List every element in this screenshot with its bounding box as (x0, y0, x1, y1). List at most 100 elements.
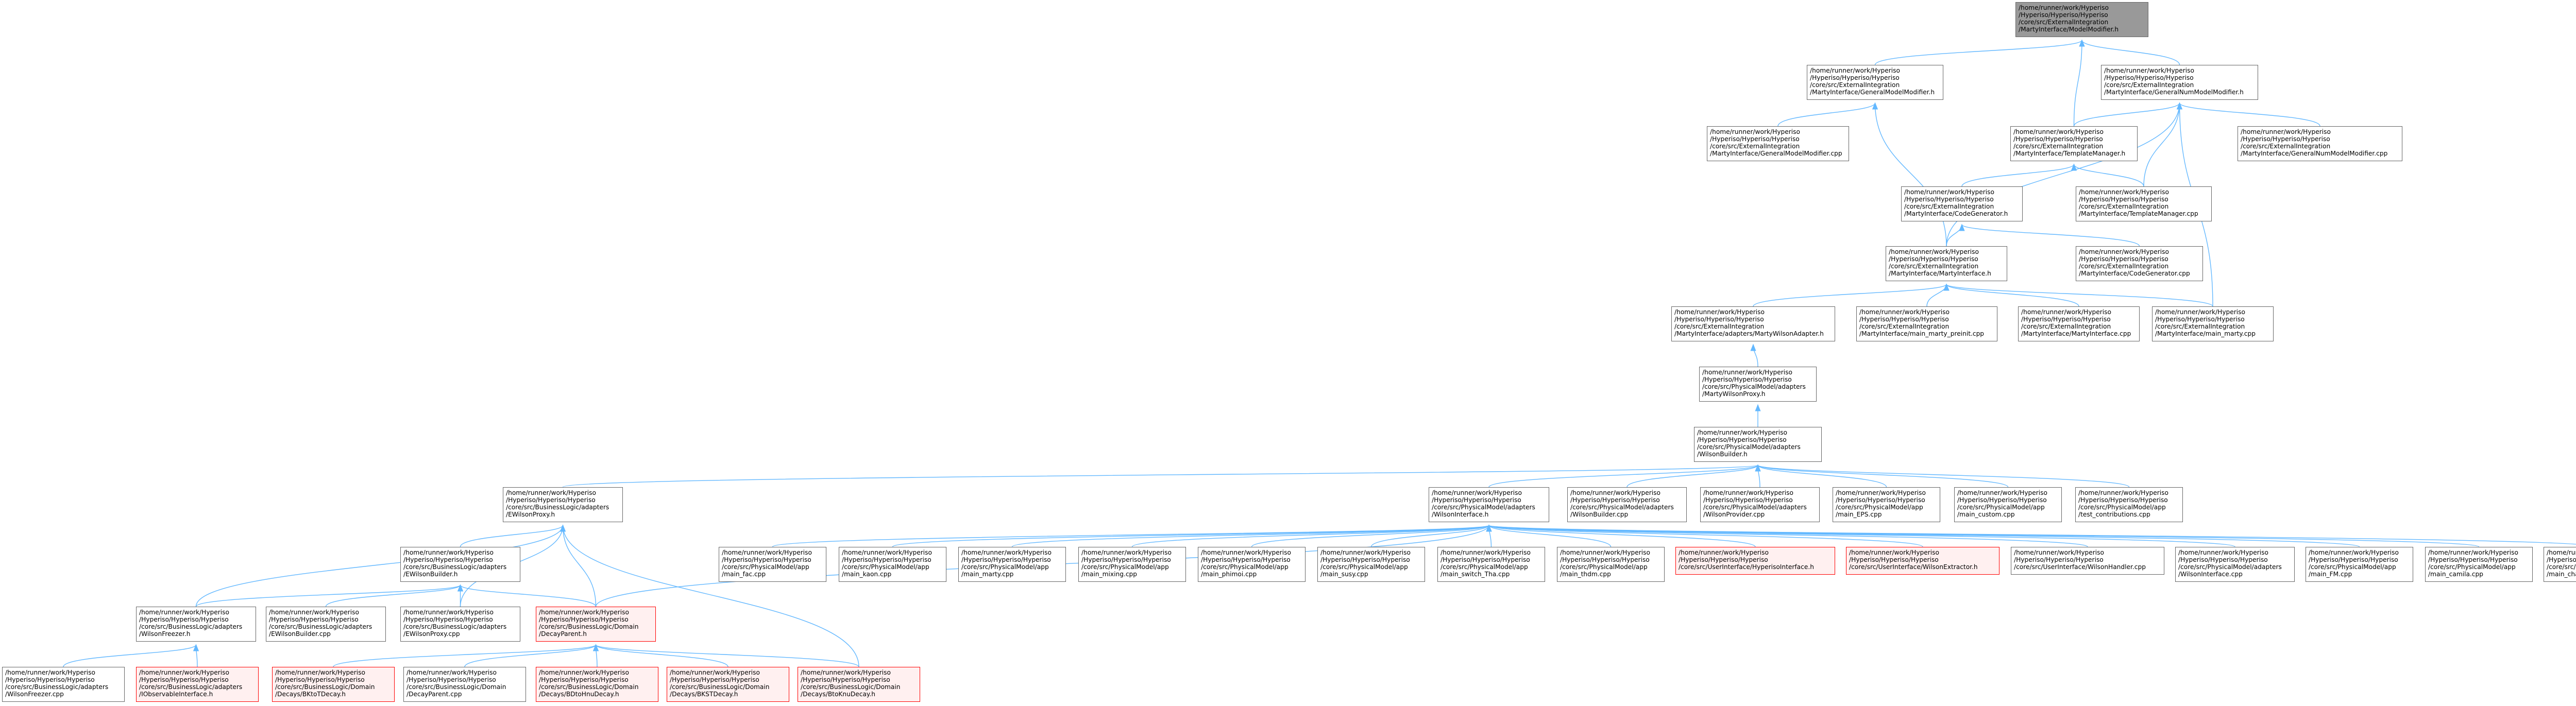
node-label-line: /Hyperiso/Hyperiso/Hyperiso (2019, 11, 2108, 19)
node-label-line: /Hyperiso/Hyperiso/Hyperiso (722, 556, 811, 563)
graph-node-main-marty2[interactable]: /home/runner/work/Hyperiso/Hyperiso/Hype… (958, 547, 1066, 582)
graph-node-wi-cpp[interactable]: /home/runner/work/Hyperiso/Hyperiso/Hype… (2175, 547, 2295, 582)
dependency-edge (2143, 102, 2183, 187)
graph-node-mwa-h[interactable]: /home/runner/work/Hyperiso/Hyperiso/Hype… (1671, 306, 1835, 341)
node-label-line: /main_switch_Tha.cpp (1440, 571, 1510, 578)
graph-node-wp-cpp[interactable]: /home/runner/work/Hyperiso/Hyperiso/Hype… (1700, 487, 1820, 522)
dependency-edge (333, 644, 599, 667)
node-label-line: /Decays/BKtoTDecay.h (275, 691, 346, 698)
node-label-line: /main_charged_current.cpp (2547, 571, 2576, 578)
graph-node-wfreezer-cpp[interactable]: /home/runner/work/Hyperiso/Hyperiso/Hype… (2, 667, 125, 702)
node-label-line: /home/runner/work/Hyperiso (2014, 549, 2104, 556)
graph-node-ewb-cpp[interactable]: /home/runner/work/Hyperiso/Hyperiso/Hype… (266, 607, 386, 642)
graph-node-dparent-cpp[interactable]: /home/runner/work/Hyperiso/Hyperiso/Hype… (403, 667, 526, 702)
node-label-line: /Hyperiso/Hyperiso/Hyperiso (139, 676, 229, 683)
graph-node-main-fm[interactable]: /home/runner/work/Hyperiso/Hyperiso/Hype… (2306, 547, 2413, 582)
node-label-line: /Hyperiso/Hyperiso/Hyperiso (269, 616, 359, 623)
graph-node-ewp-cpp[interactable]: /home/runner/work/Hyperiso/Hyperiso/Hype… (400, 607, 520, 642)
graph-node-mwp-h[interactable]: /home/runner/work/Hyperiso/Hyperiso/Hype… (1699, 367, 1817, 402)
dependency-edge (2073, 102, 2182, 127)
node-label-line: /Hyperiso/Hyperiso/Hyperiso (1703, 496, 1793, 504)
dependency-edge (1943, 283, 2213, 307)
graph-node-gnmm-cpp[interactable]: /home/runner/work/Hyperiso/Hyperiso/Hype… (2238, 126, 2402, 161)
node-label-line: /core/src/PhysicalModel/app (1320, 563, 1408, 571)
node-label-line: /core/src/PhysicalModel/app (1440, 563, 1528, 571)
node-label-line: /main_custom.cpp (1957, 511, 2015, 518)
node-label-line: /Hyperiso/Hyperiso/Hyperiso (2021, 316, 2111, 323)
graph-node-ewb-h[interactable]: /home/runner/work/Hyperiso/Hyperiso/Hype… (400, 547, 520, 582)
graph-node-main-thdm[interactable]: /home/runner/work/Hyperiso/Hyperiso/Hype… (1557, 547, 1665, 582)
graph-node-main-kaon[interactable]: /home/runner/work/Hyperiso/Hyperiso/Hype… (839, 547, 946, 582)
node-label-line: /home/runner/work/Hyperiso (1836, 489, 1926, 496)
graph-node-tm-h[interactable]: /home/runner/work/Hyperiso/Hyperiso/Hype… (2010, 126, 2138, 161)
node-label-line: /MartyInterface/TemplateManager.cpp (2079, 210, 2198, 217)
graph-node-ewp-h[interactable]: /home/runner/work/Hyperiso/Hyperiso/Hype… (503, 487, 623, 522)
node-label-line: /core/src/PhysicalModel/app (2078, 504, 2166, 511)
graph-node-whandler-cpp[interactable]: /home/runner/work/Hyperiso/Hyperiso/Hype… (2011, 547, 2164, 575)
node-label-line: /home/runner/work/Hyperiso (842, 549, 932, 556)
node-label-line: /Hyperiso/Hyperiso/Hyperiso (506, 496, 596, 504)
graph-node-main-phimoi[interactable]: /home/runner/work/Hyperiso/Hyperiso/Hype… (1198, 547, 1306, 582)
graph-node-btok-h[interactable]: /home/runner/work/Hyperiso/Hyperiso/Hype… (798, 667, 920, 702)
dependency-edge (593, 644, 728, 667)
graph-node-main-mixing[interactable]: /home/runner/work/Hyperiso/Hyperiso/Hype… (1078, 547, 1186, 582)
graph-node-main-switch[interactable]: /home/runner/work/Hyperiso/Hyperiso/Hype… (1437, 547, 1545, 582)
node-label-line: /Decays/BtoKnuDecay.h (801, 691, 875, 698)
node-label-line: /MartyInterface/GeneralModelModifier.h (1810, 89, 1935, 96)
graph-node-wfreezer-h[interactable]: /home/runner/work/Hyperiso/Hyperiso/Hype… (136, 607, 256, 642)
node-label-line: /core/src/PhysicalModel/app (2309, 563, 2396, 571)
graph-node-cg-cpp[interactable]: /home/runner/work/Hyperiso/Hyperiso/Hype… (2076, 246, 2203, 281)
graph-node-wb-cpp[interactable]: /home/runner/work/Hyperiso/Hyperiso/Hype… (1567, 487, 1687, 522)
node-label-line: /home/runner/work/Hyperiso (2021, 308, 2111, 316)
node-label-line: /Hyperiso/Hyperiso/Hyperiso (2079, 255, 2168, 263)
node-label-line: /Hyperiso/Hyperiso/Hyperiso (1810, 74, 1900, 81)
graph-node-wi-h[interactable]: /home/runner/work/Hyperiso/Hyperiso/Hype… (1429, 487, 1549, 522)
graph-node-gmm-h[interactable]: /home/runner/work/Hyperiso/Hyperiso/Hype… (1807, 65, 1943, 100)
node-label-line: /home/runner/work/Hyperiso (539, 669, 629, 676)
node-label-line: /home/runner/work/Hyperiso (1957, 489, 2047, 496)
node-label-line: /MartyInterface/ModelModifier.h (2019, 26, 2119, 33)
dependency-edge (2079, 39, 2180, 65)
graph-node-gmm-cpp[interactable]: /home/runner/work/Hyperiso/Hyperiso/Hype… (1707, 126, 1849, 161)
graph-node-test-contrib[interactable]: /home/runner/work/Hyperiso/Hyperiso/Hype… (2075, 487, 2183, 522)
graph-node-main-charged[interactable]: /home/runner/work/Hyperiso/Hyperiso/Hype… (2544, 547, 2576, 582)
node-label-line: /Hyperiso/Hyperiso/Hyperiso (539, 616, 629, 623)
graph-node-wb-h[interactable]: /home/runner/work/Hyperiso/Hyperiso/Hype… (1694, 427, 1822, 462)
graph-node-bdtomumu-h[interactable]: /home/runner/work/Hyperiso/Hyperiso/Hype… (536, 667, 658, 702)
graph-node-bkst-h[interactable]: /home/runner/work/Hyperiso/Hyperiso/Hype… (667, 667, 789, 702)
dependency-edge (562, 464, 1760, 488)
node-label-line: /home/runner/work/Hyperiso (2241, 128, 2331, 135)
graph-node-wextr-h[interactable]: /home/runner/work/Hyperiso/Hyperiso/Hype… (1846, 547, 1999, 575)
dependency-edge (1486, 524, 2088, 547)
graph-node-mi-h[interactable]: /home/runner/work/Hyperiso/Hyperiso/Hype… (1886, 246, 2007, 281)
dependency-edge (560, 524, 597, 607)
node-label-line: /Hyperiso/Hyperiso/Hyperiso (1081, 556, 1171, 563)
node-label-line: /home/runner/work/Hyperiso (1440, 549, 1531, 556)
node-label-line: /core/src/BusinessLogic/Domain (670, 683, 770, 691)
graph-node-bktol-h[interactable]: /home/runner/work/Hyperiso/Hyperiso/Hype… (272, 667, 395, 702)
node-label-line: /home/runner/work/Hyperiso (961, 549, 1052, 556)
graph-node-dparent-h[interactable]: /home/runner/work/Hyperiso/Hyperiso/Hype… (536, 607, 656, 642)
graph-node-main-marty[interactable]: /home/runner/work/Hyperiso/Hyperiso/Hype… (2152, 306, 2274, 341)
graph-node-main-prs[interactable]: /home/runner/work/Hyperiso/Hyperiso/Hype… (1856, 306, 1997, 341)
graph-node-main-eps[interactable]: /home/runner/work/Hyperiso/Hyperiso/Hype… (1833, 487, 1940, 522)
graph-node-main-susy[interactable]: /home/runner/work/Hyperiso/Hyperiso/Hype… (1317, 547, 1425, 582)
node-label-line: /Hyperiso/Hyperiso/Hyperiso (1320, 556, 1410, 563)
node-label-line: /Hyperiso/Hyperiso/Hyperiso (1710, 135, 1800, 143)
node-label-line: /core/src/PhysicalModel/app (722, 563, 809, 571)
graph-node-iobs-h[interactable]: /home/runner/work/Hyperiso/Hyperiso/Hype… (136, 667, 259, 702)
node-label-line: /core/src/ExternalIntegration (2019, 19, 2109, 26)
graph-node-main-custom[interactable]: /home/runner/work/Hyperiso/Hyperiso/Hype… (1954, 487, 2062, 522)
graph-node-hiface-h[interactable]: /home/runner/work/Hyperiso/Hyperiso/Hype… (1675, 547, 1835, 575)
node-label-line: /Hyperiso/Hyperiso/Hyperiso (1702, 376, 1792, 383)
node-label-line: /home/runner/work/Hyperiso (1674, 308, 1765, 316)
graph-node-mi-cpp[interactable]: /home/runner/work/Hyperiso/Hyperiso/Hype… (2018, 306, 2140, 341)
node-label-line: /MartyInterface/adapters/MartyWilsonAdap… (1674, 330, 1824, 337)
node-label-line: /MartyInterface/CodeGenerator.cpp (2079, 270, 2190, 277)
graph-node-tm-cpp[interactable]: /home/runner/work/Hyperiso/Hyperiso/Hype… (2076, 186, 2212, 221)
graph-node-root[interactable]: /home/runner/work/Hyperiso/Hyperiso/Hype… (2015, 2, 2148, 37)
graph-node-gnmm-h[interactable]: /home/runner/work/Hyperiso/Hyperiso/Hype… (2101, 65, 2258, 100)
graph-node-main-camila[interactable]: /home/runner/work/Hyperiso/Hyperiso/Hype… (2425, 547, 2533, 582)
graph-node-main-fac[interactable]: /home/runner/work/Hyperiso/Hyperiso/Hype… (719, 547, 826, 582)
graph-node-cg-h[interactable]: /home/runner/work/Hyperiso/Hyperiso/Hype… (1901, 186, 2023, 221)
